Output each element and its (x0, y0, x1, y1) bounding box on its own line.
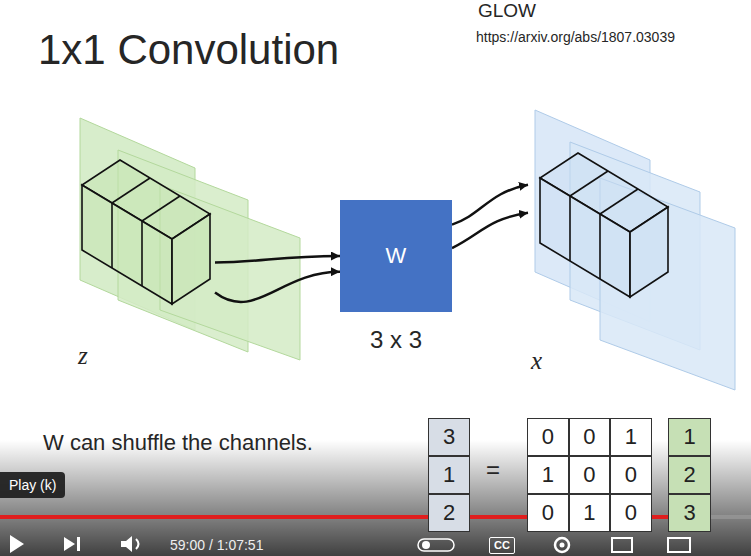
matrix-cell: 0 (569, 456, 611, 494)
arrow-curve (215, 272, 340, 302)
settings-icon (555, 538, 569, 552)
matrix-size: 3 x 3 (370, 326, 422, 354)
flow-arrow (215, 256, 340, 302)
paper-link: https://arxiv.org/abs/1807.03039 (476, 29, 675, 45)
weight-box: W3 x 3 (340, 200, 452, 312)
autoplay-toggle (418, 539, 454, 551)
output-vector-cell: 1 (428, 456, 470, 494)
play-icon (10, 535, 24, 553)
matrix-name: W (386, 243, 407, 269)
arrow-curve (215, 256, 340, 263)
z-planes (80, 118, 300, 360)
matrix-cell: 1 (610, 418, 652, 456)
matrix-cell: 0 (610, 456, 652, 494)
slide-title: 1x1 Convolution (38, 26, 339, 74)
paper-name: GLOW (478, 0, 536, 22)
slide-note: W can shuffle the channels. (43, 430, 313, 455)
next-icon (64, 537, 80, 551)
z-cube (82, 160, 210, 304)
output-vector-cell: 2 (428, 494, 470, 532)
tensor-name: z (78, 342, 88, 370)
tensor-z: z (75, 155, 215, 370)
tensor-x: x (528, 140, 673, 375)
miniplayer-icon (612, 538, 632, 552)
matrix-cell: 0 (527, 494, 569, 532)
x-planes (535, 110, 735, 390)
volume-icon (121, 536, 139, 552)
matrix-cell: 0 (610, 494, 652, 532)
equals-sign: = (486, 456, 500, 484)
arrow-curve (452, 185, 528, 225)
input-vector-cell: 3 (668, 494, 711, 532)
matrix-cell: 1 (527, 456, 569, 494)
player-shade (0, 440, 751, 556)
matrix-cell: 0 (527, 418, 569, 456)
player-tooltip: Play (k) (0, 472, 65, 498)
flow-arrow (452, 185, 528, 249)
arrow-curve (452, 213, 528, 248)
theater-icon (668, 538, 690, 552)
toggle-knob (422, 541, 430, 549)
input-vector-cell: 2 (668, 456, 711, 494)
x-cube (540, 153, 668, 297)
output-vector-cell: 3 (428, 418, 470, 456)
input-vector-cell: 1 (668, 418, 711, 456)
matrix-cell: 0 (569, 418, 611, 456)
matrix-cell: 1 (569, 494, 611, 532)
player-time: 59:00 / 1:07:51 (170, 537, 263, 553)
tensor-name: x (531, 347, 542, 375)
captions-button: CC (489, 537, 515, 554)
